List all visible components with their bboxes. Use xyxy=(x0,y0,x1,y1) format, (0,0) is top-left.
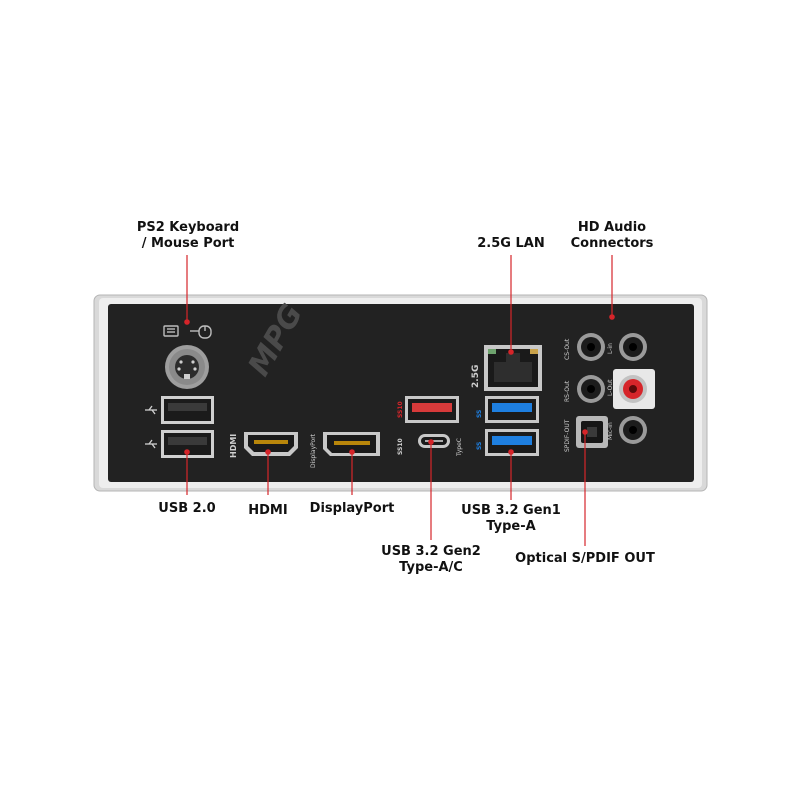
usb32gen2-leader-dot xyxy=(428,439,434,445)
cs-out-label: CS-Out xyxy=(564,338,571,360)
audio-jack-rs-out xyxy=(577,375,605,403)
usb32-gen2-typec-port xyxy=(418,434,450,448)
audio-callout-line1: HD Audio xyxy=(577,220,647,235)
usb32gen1-callout-line1: USB 3.2 Gen1 xyxy=(461,503,561,518)
lan-callout-label: 2.5G LAN xyxy=(461,236,561,252)
lan-leader-dot xyxy=(508,349,514,355)
usb2-port-top xyxy=(161,396,214,424)
audio-jack-line-in xyxy=(619,333,647,361)
usb2-callout-label: USB 2.0 xyxy=(137,501,237,517)
usb32-gen1-typea-port-top xyxy=(485,396,539,423)
spdif-callout-line1: Optical S/PDIF OUT xyxy=(515,551,655,566)
spdif-out-label: SPDIF-OUT xyxy=(564,419,571,452)
ss10-label-b: SS10 xyxy=(397,438,404,455)
l-in-label: L-in xyxy=(607,343,614,354)
hdmi-callout-line1: HDMI xyxy=(248,503,288,518)
usb2-callout-line1: USB 2.0 xyxy=(158,501,216,516)
displayport-callout-label: DisplayPort xyxy=(302,501,402,517)
usb32gen2-callout-label: USB 3.2 Gen2 Type-A/C xyxy=(376,544,486,576)
ss10-label-a: SS10 xyxy=(397,401,404,418)
usb32gen2-callout-line1: USB 3.2 Gen2 xyxy=(381,544,481,559)
usb32gen1-callout-label: USB 3.2 Gen1 Type-A xyxy=(456,503,566,535)
l-out-label: L-Out xyxy=(607,379,614,396)
audio-jack-cs-out xyxy=(577,333,605,361)
ps2-callout-line1: PS2 Keyboard xyxy=(136,220,240,235)
audio-jack-mic-in xyxy=(619,416,647,444)
audio-jack-line-out xyxy=(613,369,655,409)
audio-leader-dot xyxy=(609,314,615,320)
lan-callout-line1: 2.5G LAN xyxy=(477,236,545,251)
ps2-callout-label: PS2 Keyboard / Mouse Port xyxy=(128,220,248,252)
displayport-port-label: DisplayPort xyxy=(310,433,317,468)
displayport-port xyxy=(323,432,380,456)
keyboard-mouse-icon xyxy=(163,325,212,339)
ps2-port xyxy=(165,345,209,389)
ss-label-b: SS xyxy=(476,442,483,450)
lan-speed-label: 2.5G xyxy=(471,365,481,388)
hdmi-port xyxy=(244,432,298,456)
usb32-gen2-typea-port xyxy=(405,396,459,423)
typec-label: TypeC xyxy=(456,438,463,457)
ps2-leader-dot xyxy=(184,319,190,325)
hdmi-callout-label: HDMI xyxy=(228,503,308,519)
displayport-leader-dot xyxy=(349,449,355,455)
ss-label-a: SS xyxy=(476,410,483,418)
audio-callout-label: HD Audio Connectors xyxy=(562,220,662,252)
usb2-leader-dot xyxy=(184,449,190,455)
displayport-callout-line1: DisplayPort xyxy=(309,501,395,516)
usb32-gen1-typea-port-bottom xyxy=(485,429,539,456)
audio-callout-line2: Connectors xyxy=(570,236,654,251)
usb32gen1-leader-dot xyxy=(508,449,514,455)
ps2-callout-line2: / Mouse Port xyxy=(141,236,235,251)
spdif-leader-dot xyxy=(582,429,588,435)
usb-symbol-icon xyxy=(145,405,157,449)
usb32gen1-callout-line2: Type-A xyxy=(486,519,536,534)
spdif-callout-label: Optical S/PDIF OUT xyxy=(510,551,660,567)
hdmi-port-label: HDMI xyxy=(229,434,238,458)
rs-out-label: RS-Out xyxy=(564,380,571,402)
optical-spdif-port xyxy=(576,416,608,448)
usb32gen2-callout-line2: Type-A/C xyxy=(399,560,463,575)
mic-in-label: Mic-in xyxy=(607,422,614,440)
hdmi-leader-dot xyxy=(265,449,271,455)
